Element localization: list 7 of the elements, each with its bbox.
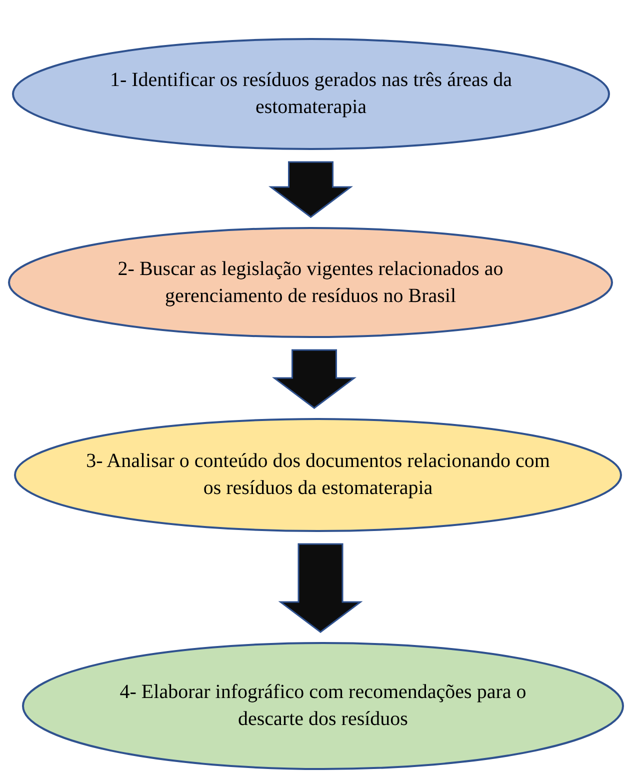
block-arrow	[272, 349, 356, 409]
step-text: 2- Buscar as legislação vigentes relacionados ao gerenciamento de resíduos no Brasil	[116, 256, 504, 308]
step-text: 1- Identificar os resíduos gerados nas três áreas da estomaterapia	[108, 68, 514, 120]
block-arrow	[268, 161, 353, 218]
block-arrow	[278, 543, 363, 633]
step-text: 3- Analisar o conteúdo dos documentos relacionando com os resíduos da estomaterapia	[85, 449, 551, 501]
step-text: 4- Elaborar infográfico com recomendações para o descarte dos resíduos	[118, 680, 528, 732]
